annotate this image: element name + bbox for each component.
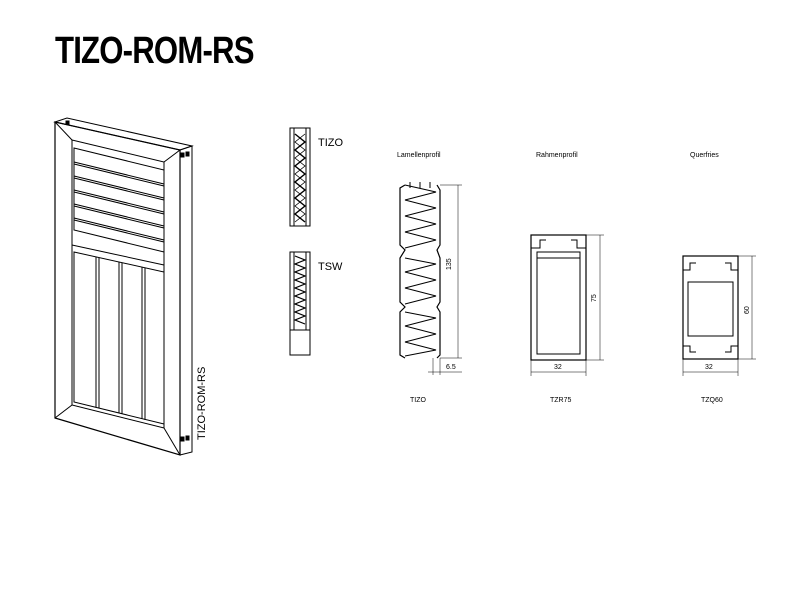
profile-code-tzq60: TZQ60 bbox=[701, 397, 723, 404]
dim-tizo-height: 135 bbox=[446, 258, 453, 270]
profile-caption-querfries: Querfries bbox=[690, 152, 719, 159]
section-tizo-drawing bbox=[289, 127, 311, 227]
dim-tzr75-width: 32 bbox=[554, 364, 562, 371]
section-tsw-drawing bbox=[289, 251, 311, 356]
profile-caption-lamellenprofil: Lamellenprofil bbox=[397, 152, 441, 159]
profile-caption-rahmenprofil: Rahmenprofil bbox=[536, 152, 578, 159]
dim-tzq60-height: 60 bbox=[744, 306, 751, 314]
door-side-label: TIZO-ROM-RS bbox=[196, 366, 208, 440]
section-label-tsw: TSW bbox=[318, 261, 343, 273]
profile-tzq60-drawing bbox=[682, 255, 756, 376]
profile-tzr75-drawing bbox=[530, 234, 604, 376]
page-title: TIZO-ROM-RS bbox=[55, 30, 255, 72]
profile-code-tizo: TIZO bbox=[410, 397, 426, 404]
dim-tzq60-width: 32 bbox=[705, 364, 713, 371]
profile-code-tzr75: TZR75 bbox=[550, 397, 572, 404]
section-label-tizo: TIZO bbox=[318, 137, 344, 149]
door-drawing bbox=[53, 117, 194, 456]
dim-tizo-width: 6.5 bbox=[446, 364, 456, 371]
profile-tizo-drawing bbox=[399, 182, 462, 375]
dim-tzr75-height: 75 bbox=[591, 294, 598, 302]
